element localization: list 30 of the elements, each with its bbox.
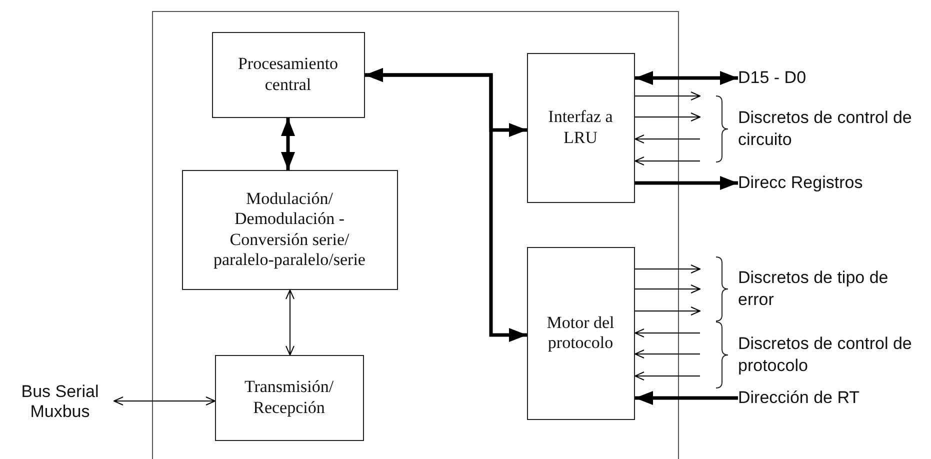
arrow (365, 68, 527, 342)
signal-label: Bus Serial Muxbus (6, 378, 114, 426)
process-box: Modulación/ Demodulación - Conversión serie/ paralelo-paralelo/serie (182, 170, 398, 290)
arrow (634, 284, 700, 294)
arrow (635, 176, 738, 190)
arrow (286, 290, 294, 356)
signal-group-label: Discretos de tipo de error (738, 266, 890, 311)
arrow (635, 391, 738, 405)
arrow (634, 350, 700, 358)
arrow (634, 328, 700, 338)
arrow (281, 118, 295, 170)
process-box: Interfaz a LRU (526, 52, 634, 202)
arrow (634, 156, 700, 166)
signal-label: Dirección de RT (738, 386, 908, 410)
arrow (635, 71, 738, 85)
system-frame (152, 11, 679, 459)
arrow (634, 372, 700, 380)
arrow (634, 112, 700, 122)
arrow (634, 264, 700, 274)
arrow (114, 396, 216, 406)
process-box: Procesamiento central (212, 32, 364, 118)
signal-group-label: Discretos de control de circuito (738, 106, 913, 151)
signal-label: D15 - D0 (738, 66, 838, 90)
arrow (634, 306, 700, 316)
signal-group-label: Discretos de control de protocolo (738, 332, 913, 377)
process-box: Motor del protocolo (526, 246, 634, 420)
arrow (634, 134, 700, 144)
process-box: Transmisión/ Recepción (214, 354, 364, 440)
arrow (634, 92, 700, 100)
signal-label: Direcc Registros (738, 171, 908, 195)
